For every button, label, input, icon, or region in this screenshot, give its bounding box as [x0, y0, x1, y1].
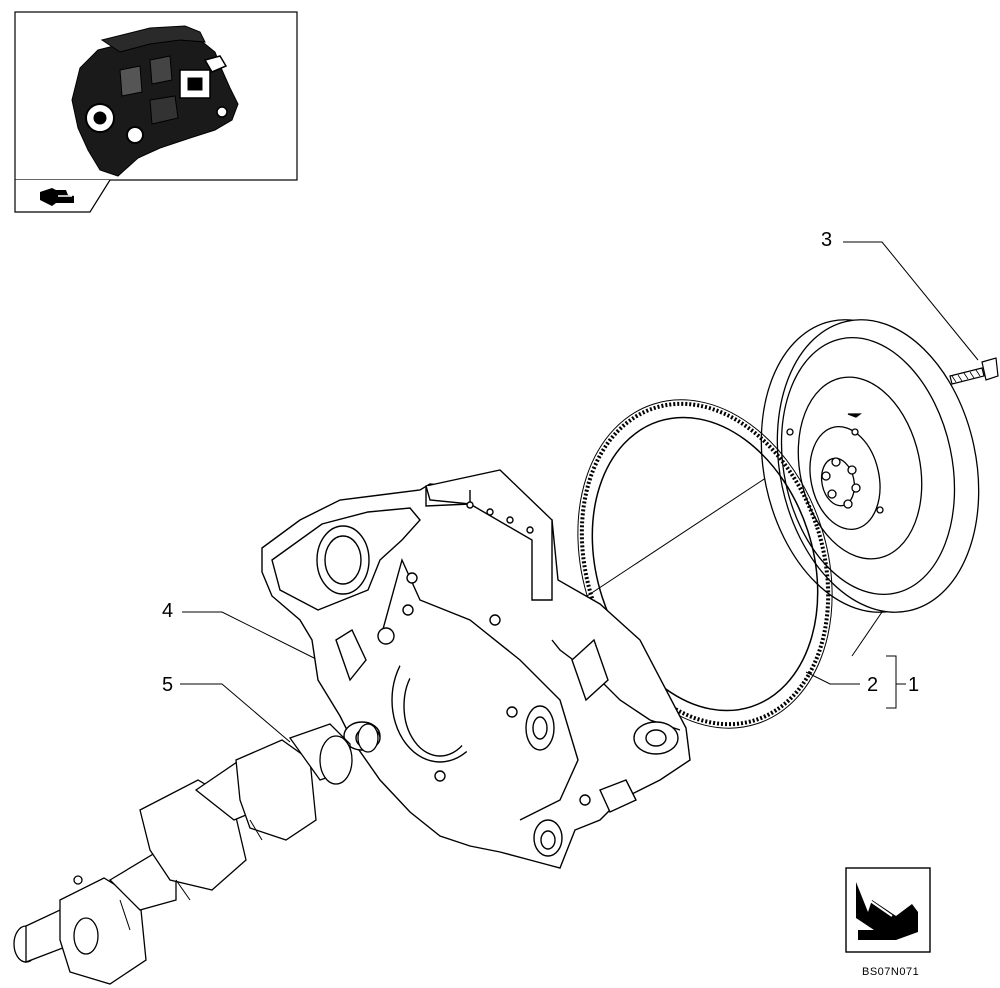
engine-thumbnail-panel[interactable] [14, 11, 298, 213]
callout-1: 1 [908, 674, 920, 696]
back-arrow-icon[interactable] [40, 188, 74, 206]
direction-arrow-icon[interactable] [845, 867, 931, 953]
flywheel-bolt [949, 357, 999, 385]
reference-code: BS07N071 [862, 966, 920, 978]
flywheel [760, 319, 980, 613]
flywheel-housing [261, 469, 691, 869]
crankshaft [13, 723, 379, 985]
callout-2: 2 [867, 674, 879, 696]
callout-3: 3 [821, 229, 833, 251]
engine-thumbnail-icon [71, 25, 239, 177]
callout-5: 5 [162, 674, 174, 696]
callout-4: 4 [162, 600, 174, 622]
